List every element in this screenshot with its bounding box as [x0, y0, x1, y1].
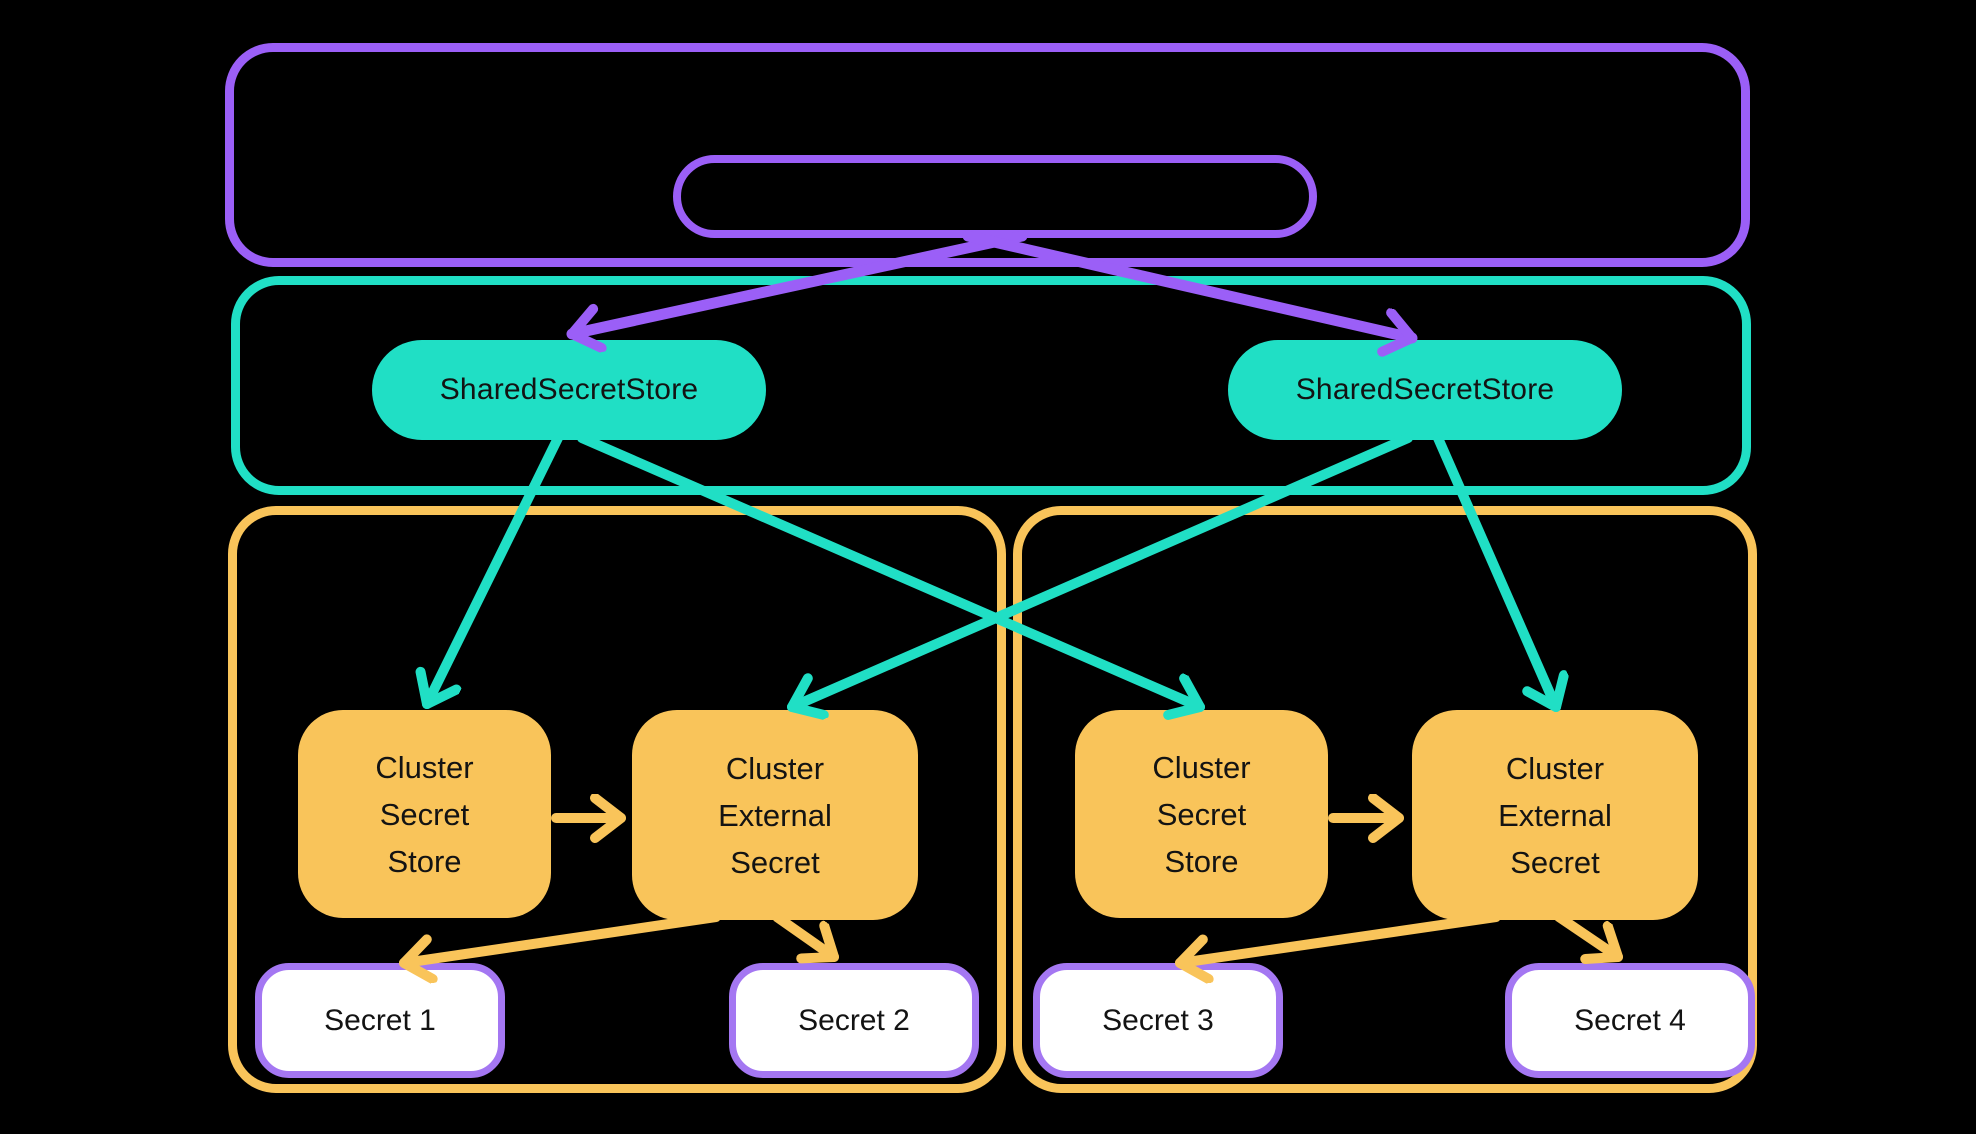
- node-label: Secret 1: [324, 1003, 436, 1037]
- node-label: Secret 4: [1574, 1003, 1686, 1037]
- node-label: Cluster External Secret: [1498, 750, 1612, 880]
- node-cluster-external-secret-left: Cluster External Secret: [632, 710, 918, 920]
- node-label: Cluster Secret Store: [1152, 749, 1251, 879]
- node-cluster-secret-store-right: Cluster Secret Store: [1075, 710, 1328, 918]
- node-label: SharedSecretStore: [439, 373, 699, 406]
- node-label: Cluster External Secret: [718, 750, 832, 880]
- node-secret-2: Secret 2: [729, 963, 979, 1078]
- node-label: Cluster Secret Store: [375, 749, 474, 879]
- node-cluster-external-secret-right: Cluster External Secret: [1412, 710, 1698, 920]
- node-secret-3: Secret 3: [1033, 963, 1283, 1078]
- node-secret-1: Secret 1: [255, 963, 505, 1078]
- node-secret-4: Secret 4: [1505, 963, 1755, 1078]
- node-shared-secret-store-left: SharedSecretStore: [372, 340, 766, 440]
- node-label: Secret 2: [798, 1003, 910, 1037]
- root-pill: [673, 155, 1317, 238]
- node-shared-secret-store-right: SharedSecretStore: [1228, 340, 1622, 440]
- node-label: SharedSecretStore: [1295, 373, 1555, 406]
- node-cluster-secret-store-left: Cluster Secret Store: [298, 710, 551, 918]
- node-label: Secret 3: [1102, 1003, 1214, 1037]
